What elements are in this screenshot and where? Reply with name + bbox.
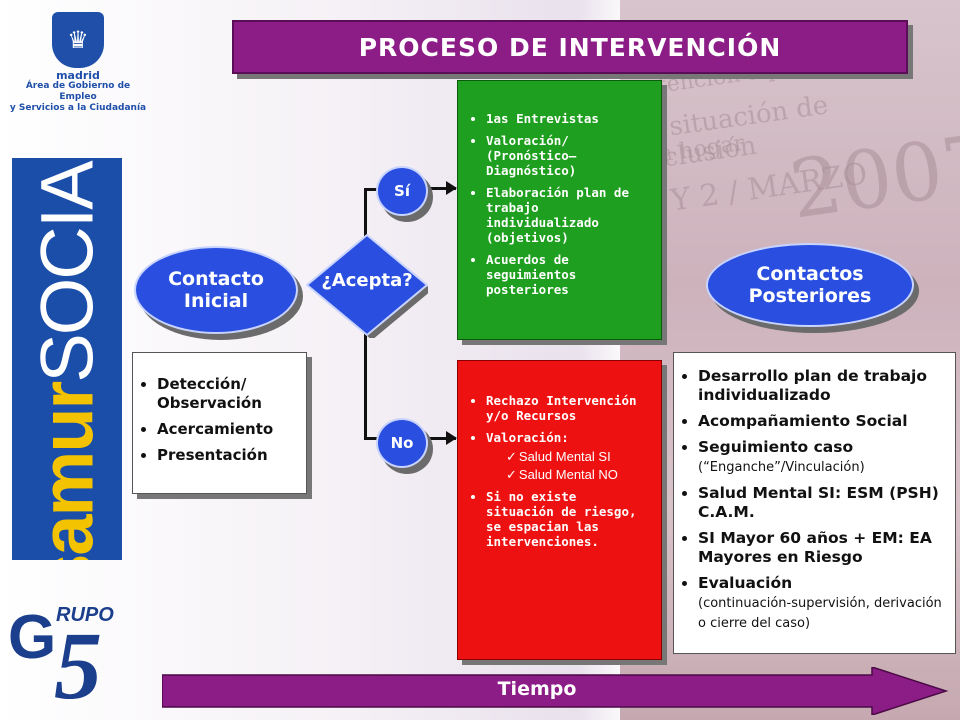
grupo5-logo: G RUPO 5 xyxy=(8,603,114,719)
list-item: Acompañamiento Social xyxy=(698,412,949,431)
grupo-number: 5 xyxy=(54,612,102,719)
samur-social-text: samurSOCIAL xyxy=(25,158,109,560)
contactos-posteriores-node: Contactos Posteriores xyxy=(706,243,914,327)
madrid-line1: Área de Gobierno de Empleo xyxy=(25,81,131,102)
contactos-posteriores-line1: Contactos xyxy=(756,263,864,285)
list-item: SI Mayor 60 años + EM: EA Mayores en Rie… xyxy=(698,529,949,567)
connector-no-red xyxy=(428,437,456,440)
tiempo-label: Tiempo xyxy=(497,678,577,700)
contacto-inicial-node: Contacto Inicial xyxy=(134,246,298,334)
rechazado-box: Rechazo Intervención y/o Recursos Valora… xyxy=(457,360,662,660)
si-node: Sí xyxy=(376,166,428,216)
arrowhead-no-icon xyxy=(446,431,457,445)
connector-up xyxy=(364,188,367,250)
list-item: Elaboración plan de trabajo individualiz… xyxy=(486,185,651,245)
arrowhead-si-icon xyxy=(446,181,457,195)
madrid-city: madrid xyxy=(56,69,100,82)
contactos-posteriores-box: Desarrollo plan de trabajo individualiza… xyxy=(673,352,956,654)
connector-si xyxy=(364,188,386,191)
crest-icon: ♛ xyxy=(52,12,104,68)
madrid-line2: y Servicios a la Ciudadanía xyxy=(9,103,147,113)
arrow-right-icon xyxy=(161,665,949,717)
contacto-inicial-line2: Inicial xyxy=(183,290,249,312)
list-item: Desarrollo plan de trabajo individualiza… xyxy=(698,367,949,405)
list-item: Presentación xyxy=(157,446,300,465)
connector-no xyxy=(364,437,386,440)
samur-social-logo: samurSOCIAL xyxy=(12,158,122,560)
page-title: PROCESO DE INTERVENCIÓN xyxy=(232,20,908,74)
tiempo-arrow: Tiempo xyxy=(161,665,950,717)
sub-item: Salud Mental SI xyxy=(506,449,651,464)
list-item: 1as Entrevistas xyxy=(486,111,651,126)
connector-si-green xyxy=(428,187,456,190)
connector-down xyxy=(364,322,367,440)
list-item: Valoración: Salud Mental SI Salud Mental… xyxy=(486,430,651,482)
no-node: No xyxy=(376,418,428,468)
grupo-word: RUPO xyxy=(56,604,114,626)
list-item: Acuerdos de seguimientos posteriores xyxy=(486,252,651,297)
list-item: Seguimiento caso(“Enganche”/Vinculación) xyxy=(698,438,949,477)
contacto-inicial-line1: Contacto xyxy=(168,268,264,290)
list-item: Si no existe situación de riesgo, se esp… xyxy=(486,489,651,549)
diamond-shape xyxy=(305,233,432,340)
acepta-label: ¿Acepta? xyxy=(321,270,413,291)
list-item: Valoración/ (Pronóstico– Diagnóstico) xyxy=(486,133,651,178)
list-item: Salud Mental SI: ESM (PSH) C.A.M. xyxy=(698,484,949,522)
list-item: Detección/ Observación xyxy=(157,375,300,413)
sub-item: Salud Mental NO xyxy=(506,467,651,482)
acepta-decision-node: ¿Acepta? xyxy=(305,233,432,340)
contactos-posteriores-line2: Posteriores xyxy=(748,285,872,307)
aceptado-box: 1as Entrevistas Valoración/ (Pronóstico–… xyxy=(457,80,662,340)
list-item: Rechazo Intervención y/o Recursos xyxy=(486,393,651,423)
madrid-logo: ♛ madrid Área de Gobierno de Empleo y Se… xyxy=(8,12,148,114)
list-item: Acercamiento xyxy=(157,420,300,439)
contacto-inicial-box: Detección/ Observación Acercamiento Pres… xyxy=(132,352,307,494)
list-item: Evaluación(continuación-supervisión, der… xyxy=(698,574,949,633)
